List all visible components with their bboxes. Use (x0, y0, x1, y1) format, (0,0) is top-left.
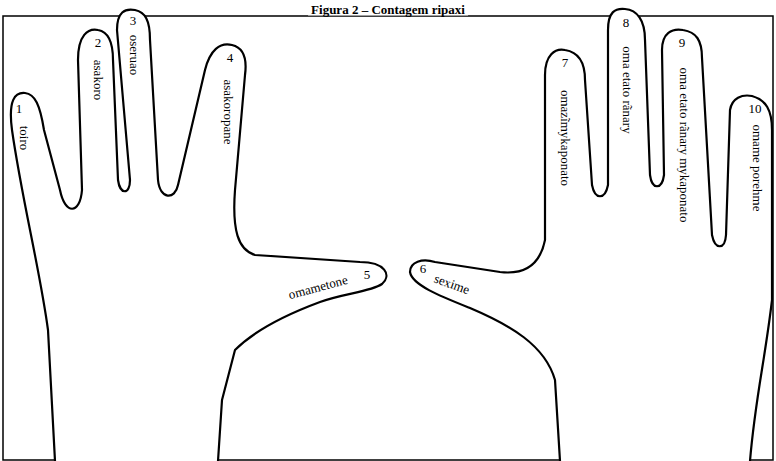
callout-number: 9 (679, 36, 686, 49)
finger-name: omazĩmykaponato (559, 90, 572, 186)
callout-number: 10 (749, 102, 762, 115)
callout-number: 5 (364, 268, 371, 281)
callout-number: 6 (420, 262, 427, 275)
finger-name: oseruao (128, 35, 141, 75)
finger-name: asakoropane (222, 80, 235, 145)
finger-name: oma etato rãnary (621, 46, 634, 133)
callout-number: 2 (95, 36, 102, 49)
callout-number: 3 (130, 14, 137, 27)
callout-number: 7 (562, 56, 569, 69)
finger-name: oma etato rãnary mykaponato (678, 68, 691, 223)
finger-name: omame porehme (751, 125, 764, 212)
figure-title: Figura 2 – Contagem ripaxi (308, 3, 468, 16)
callout-number: 4 (227, 51, 234, 64)
finger-name: asakoro (92, 60, 105, 100)
left-hand-outline (11, 10, 387, 461)
callout-number: 1 (16, 102, 23, 115)
right-hand-outline (410, 9, 772, 461)
finger-name: toiro (18, 126, 31, 151)
callout-number: 8 (623, 16, 630, 29)
